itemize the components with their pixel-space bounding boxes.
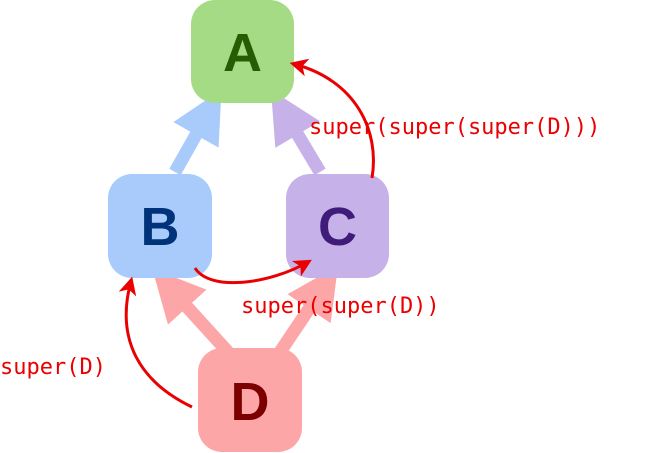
node-b: B xyxy=(108,174,212,278)
edge-d-to-c xyxy=(274,265,339,356)
node-b-box xyxy=(108,174,212,278)
edge-d-to-b xyxy=(152,268,233,357)
edge-c-to-a xyxy=(271,89,326,176)
node-d-label: D xyxy=(231,372,270,432)
node-b-label: B xyxy=(141,197,180,257)
node-a: A xyxy=(191,0,294,103)
mro-label-super-d: super(D) xyxy=(0,355,106,380)
node-c: C xyxy=(286,174,389,278)
node-a-label: A xyxy=(223,23,262,83)
mro-arrow-c-to-a xyxy=(289,58,375,179)
node-a-box xyxy=(191,0,294,103)
mro-label-super-super-d: super(super(D)) xyxy=(241,294,440,319)
node-d-box xyxy=(198,348,302,452)
node-c-box xyxy=(286,174,389,278)
node-d: D xyxy=(198,348,302,452)
mro-arrow-d-to-b xyxy=(118,276,193,409)
edge-b-to-a xyxy=(169,89,222,176)
mro-label-super-super-super-d: super(super(super(D))) xyxy=(309,115,600,140)
mro-arrow-b-to-c xyxy=(193,259,312,285)
node-c-label: C xyxy=(318,197,357,257)
